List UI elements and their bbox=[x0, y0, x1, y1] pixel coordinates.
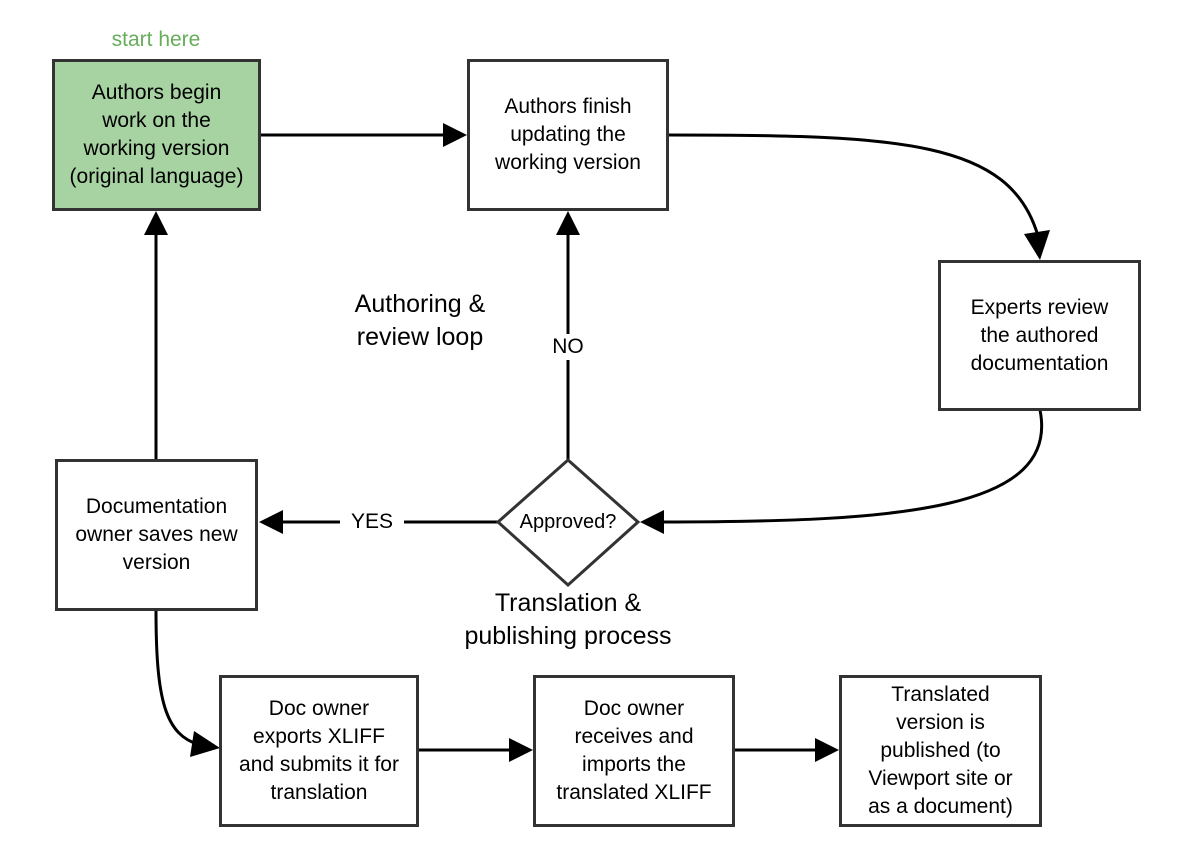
node-imports-xliff[interactable]: Doc owner receives and imports the trans… bbox=[533, 675, 735, 827]
edge-finish-to-review bbox=[667, 133, 1050, 260]
node-authors-finish[interactable]: Authors finish updating the working vers… bbox=[467, 59, 669, 211]
edge-import-to-publish bbox=[734, 738, 839, 762]
node-exports-xliff-text: Doc owner exports XLIFF and submits it f… bbox=[239, 697, 399, 804]
edge-begin-to-finish bbox=[261, 123, 467, 147]
start-here-hint: start here bbox=[111, 28, 201, 51]
edge-label-no: NO bbox=[544, 334, 592, 360]
edge-export-to-import bbox=[418, 738, 533, 762]
node-published-text: Translated version is published (to View… bbox=[868, 683, 1013, 818]
edge-review-to-decision bbox=[640, 409, 1044, 534]
section-authoring-loop: Authoring & review loop bbox=[354, 290, 486, 351]
node-authors-begin[interactable]: Authors begin work on the working versio… bbox=[52, 59, 261, 211]
node-authors-finish-text: Authors finish updating the working vers… bbox=[495, 95, 641, 174]
edge-label-yes: YES bbox=[340, 509, 404, 535]
edge-save-to-begin bbox=[144, 211, 168, 459]
node-owner-saves-text: Documentation owner saves new version bbox=[75, 495, 238, 574]
edge-save-to-export bbox=[154, 609, 220, 757]
decision-diamond[interactable] bbox=[495, 457, 641, 588]
decision-label: Approved? bbox=[519, 511, 617, 533]
node-exports-xliff[interactable]: Doc owner exports XLIFF and submits it f… bbox=[219, 675, 419, 827]
node-published[interactable]: Translated version is published (to View… bbox=[839, 675, 1042, 827]
node-experts-review-text: Experts review the authored documentatio… bbox=[970, 295, 1109, 375]
node-experts-review[interactable]: Experts review the authored documentatio… bbox=[938, 260, 1141, 411]
node-imports-xliff-text: Doc owner receives and imports the trans… bbox=[556, 697, 712, 804]
node-owner-saves[interactable]: Documentation owner saves new version bbox=[55, 459, 258, 611]
node-authors-begin-text: Authors begin work on the working versio… bbox=[69, 81, 244, 188]
section-translation-process: Translation & publishing process bbox=[464, 589, 672, 650]
